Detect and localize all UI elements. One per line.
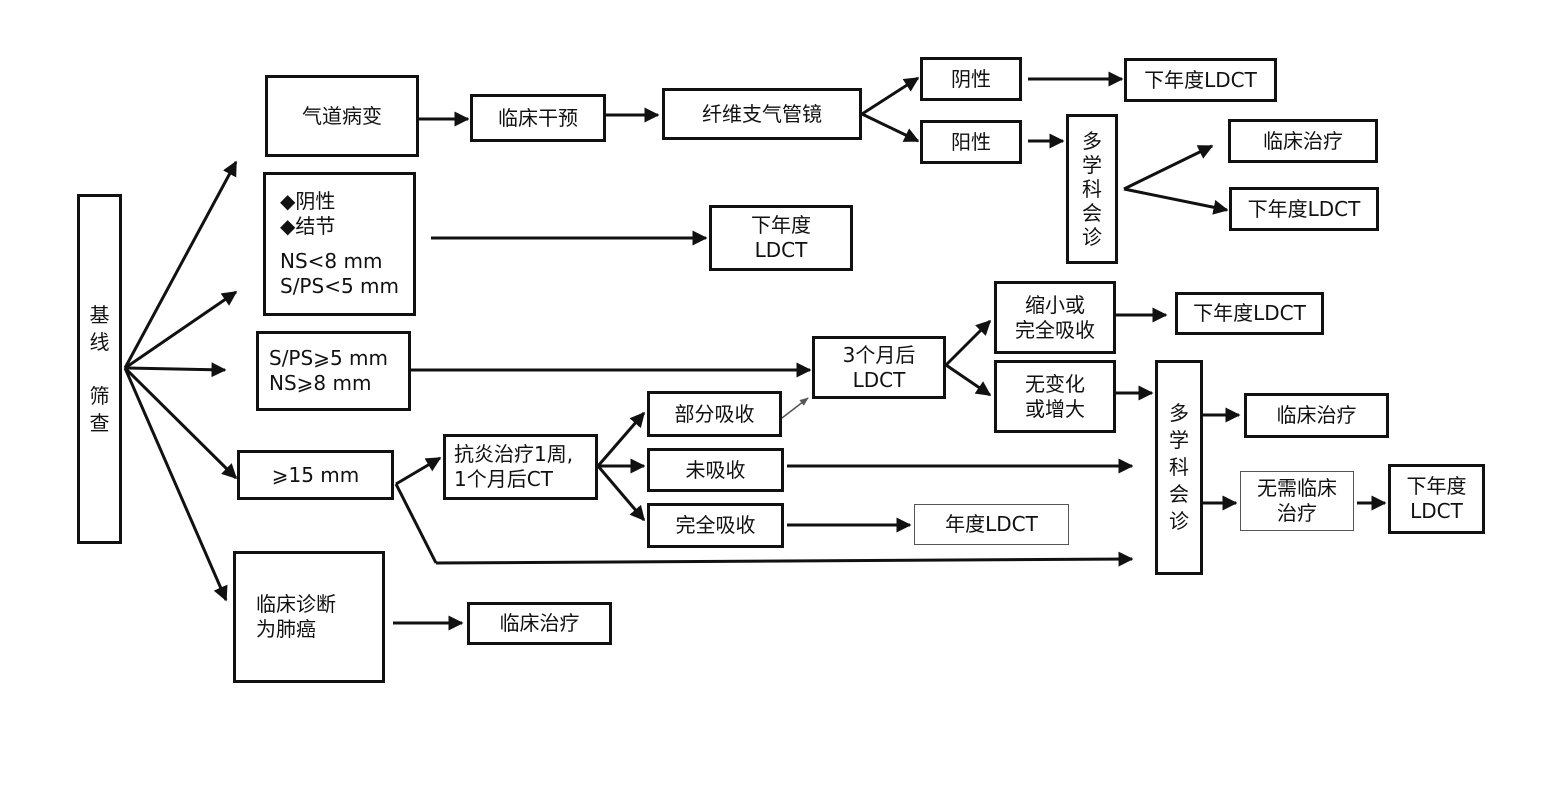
edge-3months-nochange — [945, 363, 992, 397]
ldct-far-box: 下年度 LDCT — [1388, 464, 1485, 534]
three-months-ldct-label: 3个月后 LDCT — [842, 342, 916, 392]
ldct-right-box: 下年度LDCT — [1175, 292, 1324, 335]
negative-top-label: 阴性 — [951, 66, 991, 91]
edge-antiinflam-complete — [596, 465, 646, 522]
shrink-label: 缩小或 完全吸收 — [1015, 292, 1095, 342]
edge-antiinflam-partial — [596, 411, 646, 467]
edge-ge15-mdt-bottom — [435, 551, 1134, 567]
negative-nodule-box: ◆阴性 ◆结节 NS<8 mm S/PS<5 mm — [263, 172, 416, 316]
sps-ge5-box: S/PS⩾5 mm NS⩾8 mm — [256, 331, 411, 411]
treatment-right-label: 临床治疗 — [1276, 403, 1357, 427]
three-months-ldct-box: 3个月后 LDCT — [812, 336, 946, 399]
no-treatment-box: 无需临床 治疗 — [1240, 471, 1354, 531]
anti-inflammatory-box: 抗炎治疗1周, 1个月后CT — [443, 434, 598, 500]
ns-size-label: NS<8 mm — [280, 249, 383, 273]
bronchoscope-box: 纤维支气管镜 — [662, 88, 862, 140]
ge15-box: ⩾15 mm — [237, 450, 394, 500]
sps-size-label: S/PS<5 mm — [280, 274, 399, 298]
negative-nodule-list: ◆阴性 ◆结节 NS<8 mm S/PS<5 mm — [280, 189, 399, 299]
ldct-top2-box: 下年度LDCT — [1229, 187, 1379, 231]
annual-ldct-box: 年度LDCT — [914, 504, 1069, 545]
mdt-top-box: 多 学 科 会 诊 — [1066, 114, 1118, 264]
baseline-screening-label: 基 线 筛 查 — [89, 302, 110, 435]
positive-top-label: 阳性 — [951, 129, 991, 154]
edge-broncho-negative — [861, 76, 920, 116]
ldct-top-label: 下年度LDCT — [1144, 67, 1257, 92]
nodule-bullet-label: ◆结节 — [280, 214, 336, 238]
negative-top-box: 阴性 — [920, 57, 1022, 101]
bronchoscope-label: 纤维支气管镜 — [702, 101, 822, 126]
treatment-top-box: 临床治疗 — [1228, 119, 1378, 163]
treatment-top-label: 临床治疗 — [1263, 128, 1343, 153]
negative-bullet-label: ◆阴性 — [280, 189, 336, 213]
edge-baseline-negative — [124, 290, 238, 370]
partial-absorb-label: 部分吸收 — [674, 401, 755, 426]
airway-lesion-label: 气道病变 — [302, 103, 382, 128]
clinical-intervention-box: 临床干预 — [470, 94, 606, 142]
ldct-far-label: 下年度 LDCT — [1406, 474, 1467, 523]
airway-lesion-box: 气道病变 — [265, 75, 419, 157]
edge-baseline-diag — [123, 367, 228, 602]
ldct-middle-label: 下年度 LDCT — [751, 213, 811, 262]
edge-baseline-sps — [124, 362, 227, 378]
mdt-right-box: 多 学 科 会 诊 — [1155, 360, 1203, 575]
edge-partial-3months — [781, 397, 809, 419]
sps-ge5-label: S/PS⩾5 mm NS⩾8 mm — [269, 346, 388, 395]
edge-baseline-airway — [123, 160, 238, 369]
ldct-top2-label: 下年度LDCT — [1247, 196, 1361, 221]
ldct-top-box: 下年度LDCT — [1124, 58, 1277, 102]
treatment-right-box: 临床治疗 — [1244, 393, 1389, 438]
ldct-right-label: 下年度LDCT — [1193, 301, 1306, 325]
treatment-bottom-box: 临床治疗 — [467, 602, 612, 645]
unabsorbed-label: 未吸收 — [685, 457, 746, 482]
no-treatment-label: 无需临床 治疗 — [1257, 476, 1337, 525]
edge-broncho-positive — [861, 112, 920, 143]
edge-ge15-down — [394, 483, 438, 564]
baseline-screening-box: 基 线 筛 查 — [77, 194, 122, 544]
anti-inflammatory-label: 抗炎治疗1周, 1个月后CT — [454, 442, 574, 491]
unabsorbed-box: 未吸收 — [647, 448, 784, 492]
edge-baseline-ge15 — [123, 366, 238, 480]
ge15-label: ⩾15 mm — [271, 462, 360, 487]
no-change-box: 无变化 或增大 — [994, 360, 1116, 433]
ldct-middle-box: 下年度 LDCT — [709, 205, 853, 271]
complete-absorb-box: 完全吸收 — [647, 503, 784, 548]
clinical-diagnosis-label: 临床诊断 为肺癌 — [256, 592, 336, 641]
annual-ldct-label: 年度LDCT — [945, 512, 1038, 536]
edge-3months-shrink — [944, 319, 992, 367]
partial-absorb-box: 部分吸收 — [647, 391, 782, 437]
mdt-top-label: 多 学 科 会 诊 — [1082, 129, 1102, 249]
no-change-label: 无变化 或增大 — [1025, 371, 1085, 421]
edge-mdt-treat — [1123, 144, 1214, 191]
complete-absorb-label: 完全吸收 — [675, 513, 756, 537]
clinical-diagnosis-box: 临床诊断 为肺癌 — [233, 551, 385, 683]
edge-ge15-antiinflam — [395, 456, 442, 486]
treatment-bottom-label: 临床治疗 — [499, 611, 580, 635]
edge-mdt-ldct — [1123, 187, 1229, 215]
positive-top-box: 阳性 — [920, 120, 1022, 164]
shrink-box: 缩小或 完全吸收 — [994, 281, 1116, 354]
clinical-intervention-label: 临床干预 — [498, 105, 578, 130]
mdt-right-label: 多 学 科 会 诊 — [1169, 401, 1189, 533]
